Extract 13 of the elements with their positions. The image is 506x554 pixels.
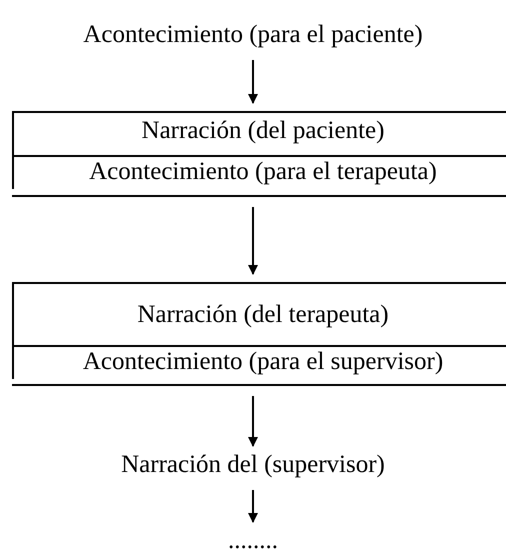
node-text: Narración (del paciente) bbox=[140, 116, 386, 146]
node-text: Narración (del terapeuta) bbox=[136, 300, 390, 330]
node-text: ........ bbox=[227, 526, 279, 554]
node-text: Acontecimiento (para el paciente) bbox=[82, 20, 424, 50]
arrow bbox=[248, 490, 258, 523]
arrow bbox=[248, 207, 258, 275]
arrow bbox=[248, 60, 258, 104]
node-text: Narración del (supervisor) bbox=[120, 450, 386, 480]
two-row-box bbox=[12, 111, 506, 197]
two-row-box bbox=[12, 282, 506, 386]
node-text: Acontecimiento (para el terapeuta) bbox=[88, 157, 438, 187]
arrow bbox=[248, 396, 258, 447]
node-text: Acontecimiento (para el supervisor) bbox=[82, 347, 444, 377]
